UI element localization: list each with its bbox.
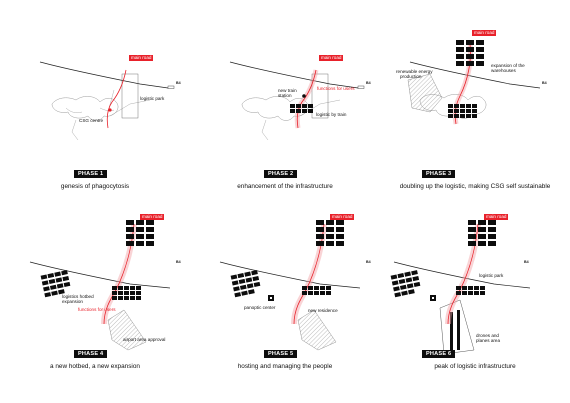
map-label: logistic park <box>140 96 165 101</box>
phase-2-panel: main road functions for users new train … <box>190 0 380 200</box>
b4-marker: B4 <box>176 260 181 264</box>
phase-6-map <box>390 220 531 355</box>
map-label: panoptic center <box>244 305 276 310</box>
map-label: airport area approval <box>123 337 166 342</box>
main-road-tag: main road <box>129 55 154 61</box>
map-label: drones and <box>476 333 499 338</box>
main-road-tag: main road <box>472 30 497 36</box>
phase-caption: peak of logistic infrastructure <box>434 363 516 370</box>
phase-caption: hosting and managing the people <box>237 363 333 370</box>
phase-5-panel: main road panoptic center new residence … <box>190 200 380 400</box>
b4-marker: B4 <box>524 260 529 264</box>
phase-6-panel: main road logistic park drones and plane… <box>380 200 570 400</box>
main-road-tag: main road <box>330 214 355 220</box>
map-label: warehouses <box>491 68 516 73</box>
b4-marker: B4 <box>366 260 371 264</box>
phase-caption: genesis of phagocytosis <box>60 183 130 190</box>
map-label: renewable energy <box>396 69 433 74</box>
phase-3-panel: main road renewable energy production ex… <box>380 0 570 200</box>
phase-badge: PHASE 5 <box>264 350 298 358</box>
phase-caption: a new hotbed, a new expansion <box>50 363 140 370</box>
map-label: logistic by train <box>316 112 347 117</box>
map-label-red: functions for users <box>78 307 116 312</box>
phase-badge: PHASE 4 <box>74 350 108 358</box>
map-label: production <box>400 74 422 79</box>
map-label: logistic park <box>479 273 504 278</box>
map-label: new residence <box>308 308 338 313</box>
map-label: logistics hotbed <box>62 294 94 299</box>
phase-5-map <box>219 220 361 351</box>
map-label: station <box>278 93 292 98</box>
map-label-red: functions for users <box>317 86 355 91</box>
b4-marker: B4 <box>176 81 181 85</box>
phase-2-map <box>229 61 365 141</box>
map-label: new train <box>278 88 297 93</box>
map-label: expansion of the <box>491 63 525 68</box>
phase-1-panel: main road logistic park CSG centre B4 PH… <box>0 0 190 200</box>
phase-badge: PHASE 1 <box>74 170 108 178</box>
map-label: planes area <box>476 338 501 343</box>
main-road-tag: main road <box>319 55 344 61</box>
phase-3-map <box>407 40 541 125</box>
phase-badge: PHASE 3 <box>422 170 456 178</box>
phase-caption: enhancement of the infrastructure <box>237 183 333 190</box>
map-label: expansion <box>62 299 83 304</box>
phase-4-map <box>29 220 171 351</box>
phase-1-map <box>39 61 175 141</box>
phase-badge: PHASE 2 <box>264 170 298 178</box>
main-road-tag: main road <box>484 214 509 220</box>
phase-4-panel: main road logistics hotbed expansion fun… <box>0 200 190 400</box>
main-road-tag: main road <box>140 214 165 220</box>
map-label: CSG centre <box>79 118 103 123</box>
phase-caption: doubling up the logistic, making CSG sel… <box>399 183 551 190</box>
b4-marker: B4 <box>542 81 547 85</box>
b4-marker: B4 <box>366 81 371 85</box>
phase-badge: PHASE 6 <box>422 350 456 358</box>
